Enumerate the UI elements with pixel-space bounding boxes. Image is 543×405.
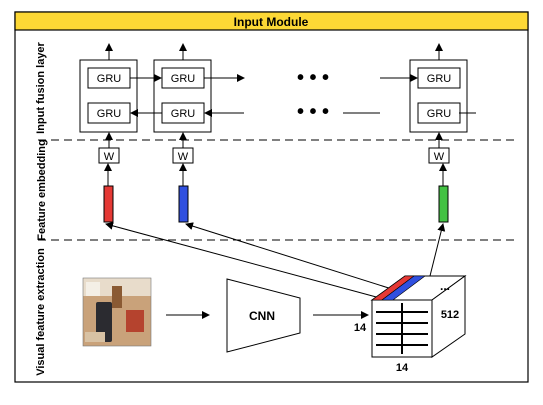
dim-label-height: 14 (354, 322, 367, 334)
gru-label: GRU (427, 73, 452, 85)
ellipsis-backward: • • • (297, 101, 329, 123)
arrow-map-to-green (429, 223, 446, 277)
photo-object (126, 310, 144, 332)
photo-border (82, 277, 152, 347)
arrow-map-to-red (105, 221, 381, 299)
gru-forward-3 (417, 67, 461, 89)
cube-dots: ... (440, 279, 450, 293)
photo-window (86, 282, 100, 296)
gru-label: GRU (97, 108, 122, 120)
photo-chair (112, 286, 122, 308)
weight-label: W (104, 151, 115, 163)
dim-label-width: 14 (396, 362, 409, 374)
cnn-block (226, 278, 301, 353)
module-header (14, 11, 529, 31)
arrow-map-to-blue (185, 222, 396, 291)
module-title: Input Module (234, 15, 309, 29)
section-label-fusion: Input fusion layer (35, 41, 47, 133)
input-photo (82, 277, 152, 347)
ellipsis-forward: • • • (297, 67, 329, 89)
gru-label: GRU (171, 108, 196, 120)
dim-label-depth: 512 (441, 309, 459, 321)
feature-map-cube: ... (370, 275, 467, 358)
feature-vector-green (438, 185, 449, 223)
weight-label: W (434, 151, 445, 163)
weight-label: W (178, 151, 189, 163)
feature-vector-blue (178, 185, 189, 223)
cube-stripe-blue (381, 275, 426, 301)
photo-floor-item (85, 332, 105, 342)
gru-label: GRU (427, 108, 452, 120)
feature-vector-red (103, 185, 114, 223)
gru-label: GRU (97, 73, 122, 85)
section-label-visual: Visual feature extraction (35, 248, 47, 376)
gru-label: GRU (171, 73, 196, 85)
cnn-label: CNN (249, 309, 275, 323)
section-label-embedding: Feature embedding (36, 139, 48, 240)
